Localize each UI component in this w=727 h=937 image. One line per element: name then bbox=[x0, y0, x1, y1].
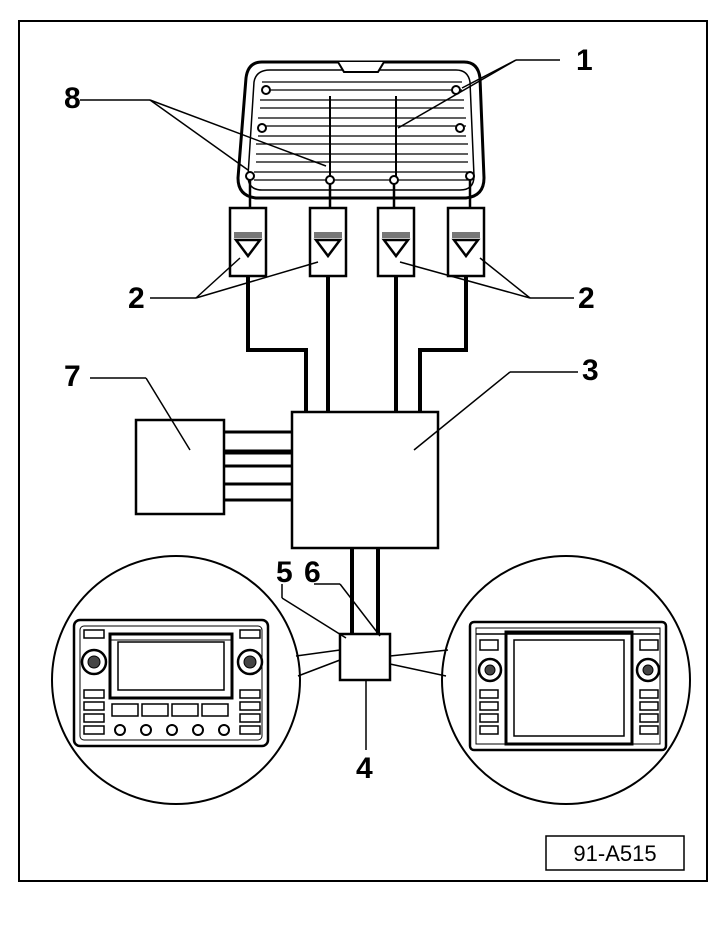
leader-lines bbox=[80, 59, 578, 750]
unit-cables bbox=[350, 548, 380, 634]
callout-labels: 1 8 2 2 3 7 5 6 4 bbox=[64, 44, 599, 785]
callout-7: 7 bbox=[64, 360, 81, 393]
window-amp-links bbox=[248, 180, 472, 208]
callout-2-right: 2 bbox=[578, 282, 595, 315]
amplifier-4 bbox=[446, 206, 486, 278]
amp-cables bbox=[246, 276, 468, 412]
callout-3: 3 bbox=[582, 354, 599, 387]
callout-2-left: 2 bbox=[128, 282, 145, 315]
amplifier-2 bbox=[308, 206, 348, 278]
radio-detail bbox=[51, 555, 341, 805]
navigation-detail bbox=[389, 555, 691, 805]
diagram-frame bbox=[18, 20, 708, 882]
rear-window-antenna bbox=[236, 60, 486, 200]
module-7 bbox=[134, 418, 226, 516]
amplifier-1 bbox=[228, 206, 268, 278]
callout-5: 5 bbox=[276, 556, 293, 589]
callout-8: 8 bbox=[64, 82, 81, 115]
callout-1: 1 bbox=[576, 44, 593, 77]
amplifier-3 bbox=[376, 206, 416, 278]
antenna-amplifiers bbox=[228, 206, 486, 278]
control-unit-3 bbox=[290, 410, 440, 550]
figure-reference-label: 91-A515 bbox=[573, 841, 656, 866]
callout-4: 4 bbox=[356, 752, 373, 785]
connector-4 bbox=[338, 632, 392, 682]
figure-reference: 91-A515 bbox=[545, 835, 685, 871]
module-7-wires bbox=[224, 430, 292, 502]
callout-6: 6 bbox=[304, 556, 321, 589]
